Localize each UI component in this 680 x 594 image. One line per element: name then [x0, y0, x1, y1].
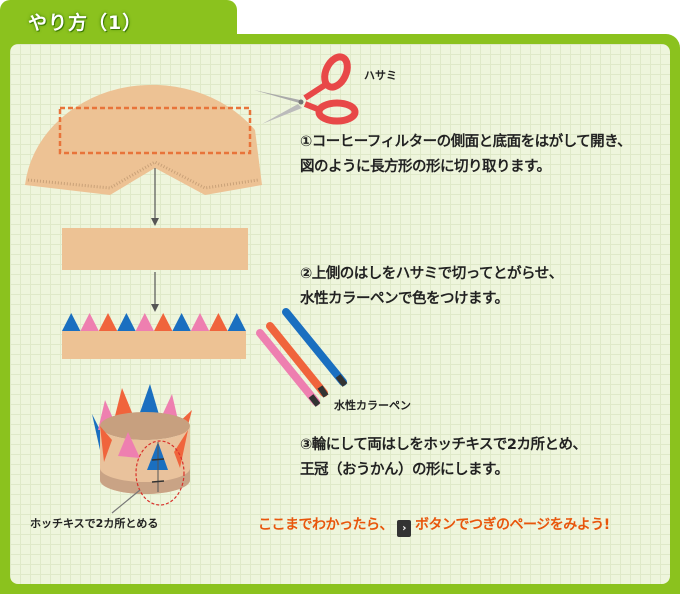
step-2: ②上側のはしをハサミで切ってとがらせ、 水性カラーペンで色をつけます。 [300, 262, 563, 312]
strip-point [190, 313, 210, 331]
step-1: ①コーヒーフィルターの側面と底面をはがして開き、 図のように長方形の形に切り取り… [300, 130, 632, 180]
strip-point [209, 313, 228, 331]
crown-illustration [92, 384, 192, 514]
step-3: ③輪にして両はしをホッチキスで2カ所とめ、 王冠（おうかん）の形にします。 [300, 433, 587, 483]
pens-label: 水性カラーペン [334, 399, 411, 412]
strip-point [98, 313, 118, 331]
coffee-filter-illustration [25, 84, 262, 195]
next-page-note: ここまでわかったら、›ボタンでつぎのページをみよう! [258, 514, 610, 537]
content-panel [10, 44, 670, 584]
paper-strip [62, 228, 248, 270]
arrow-icon [151, 168, 159, 312]
scissors-icon [254, 53, 359, 125]
note-text-before: ここまでわかったら、 [258, 517, 394, 533]
strip-point [172, 313, 191, 331]
step-1-line-1: ①コーヒーフィルターの側面と底面をはがして開き、 [300, 134, 632, 150]
strip-point [154, 313, 173, 331]
step-2-line-2: 水性カラーペンで色をつけます。 [300, 291, 509, 307]
page-title: やり方（1） [28, 12, 143, 34]
stapler-label: ホッチキスで2カ所とめる [30, 517, 159, 530]
strip-point [117, 313, 136, 331]
step-1-line-2: 図のように長方形の形に切り取ります。 [300, 159, 551, 175]
step-3-line-1: ③輪にして両はしをホッチキスで2カ所とめ、 [300, 437, 587, 453]
strip-point [227, 313, 246, 331]
step-2-line-1: ②上側のはしをハサミで切ってとがらせ、 [300, 266, 563, 282]
strip-point [62, 313, 81, 331]
next-button-icon: › [397, 520, 411, 537]
step-3-line-2: 王冠（おうかん）の形にします。 [300, 462, 509, 478]
strip-point [135, 313, 154, 331]
color-pens-icon [256, 308, 348, 407]
paper-strip-body [62, 331, 246, 359]
scissors-label: ハサミ [364, 69, 397, 82]
note-text-after: ボタンでつぎのページをみよう! [415, 517, 610, 533]
paper-strip-pointed [62, 313, 246, 359]
strip-point [80, 313, 99, 331]
